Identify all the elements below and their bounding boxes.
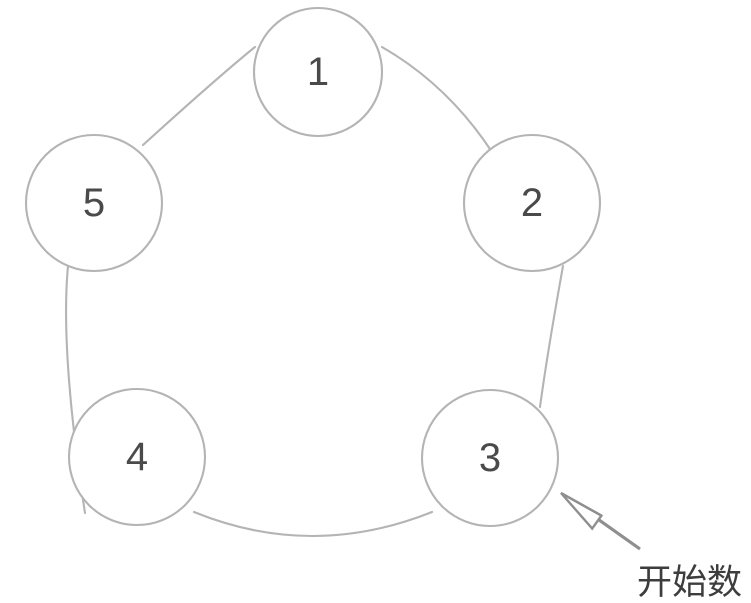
node-5[interactable]: 5: [24, 133, 164, 273]
node-5-label: 5: [83, 181, 105, 225]
start-annotation-label: 开始数: [637, 563, 742, 603]
node-3-circle[interactable]: [420, 388, 560, 528]
node-2[interactable]: 2: [462, 133, 602, 273]
node-1[interactable]: 1: [252, 6, 384, 138]
node-5-circle[interactable]: [24, 133, 164, 273]
edge-3-to-4: [192, 510, 434, 538]
edge-5-to-1: [141, 45, 257, 147]
node-3-label: 3: [479, 436, 501, 480]
node-2-label: 2: [521, 181, 543, 225]
node-1-label: 1: [307, 50, 329, 94]
node-2-circle[interactable]: [462, 133, 602, 273]
node-3[interactable]: 3: [420, 388, 560, 528]
edge-2-to-3: [538, 264, 565, 409]
start-pointer-shaft: [597, 518, 641, 551]
node-4[interactable]: 4: [67, 387, 207, 527]
edge-1-to-2: [380, 45, 494, 154]
start-pointer-arrowhead: [560, 491, 604, 531]
start-pointer-arrow: [560, 491, 641, 551]
node-4-label: 4: [126, 435, 148, 479]
node-4-circle[interactable]: [67, 387, 207, 527]
start-pointer-arrowhead-inner: [560, 491, 602, 517]
node-1-circle[interactable]: [252, 6, 384, 138]
